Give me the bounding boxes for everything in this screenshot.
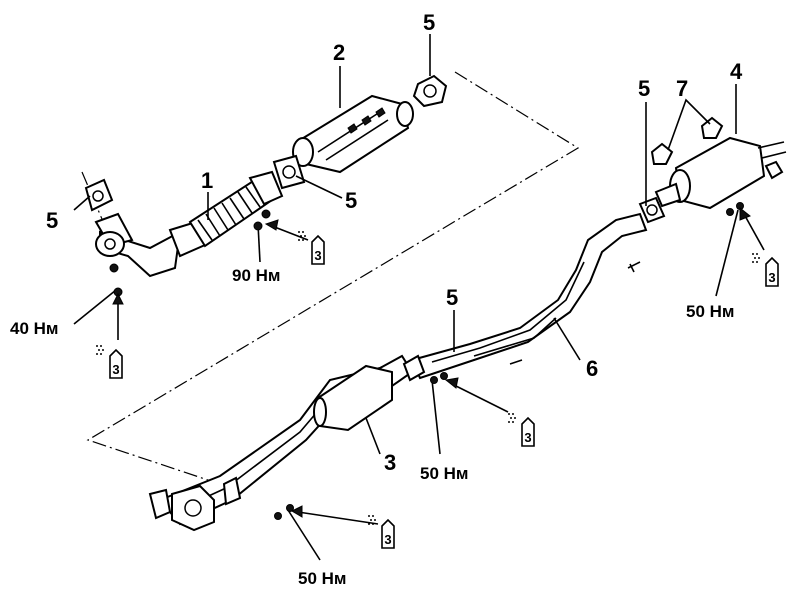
part-label-5-converter: 5	[345, 188, 357, 213]
front-pipe-part-1	[94, 170, 284, 278]
leader-lines	[73, 34, 739, 561]
part-label-2: 2	[333, 40, 345, 65]
rear-muffler-part-4	[654, 136, 787, 210]
gasket-converter-front	[272, 154, 306, 190]
symbol-50-mid: 3	[508, 413, 535, 447]
part-label-7: 7	[676, 76, 688, 101]
symbol-50-right: 3	[752, 253, 779, 287]
svg-text:3: 3	[112, 362, 119, 377]
part-label-5-right: 5	[638, 76, 650, 101]
part-label-4: 4	[730, 59, 743, 84]
gasket-top-left	[84, 178, 114, 212]
torque-label-40: 40 Нм	[10, 319, 59, 338]
svg-text:3: 3	[524, 430, 531, 445]
rear-pipe-part-6	[410, 212, 648, 380]
fasteners	[109, 202, 744, 520]
center-pipe-part-3	[148, 354, 414, 532]
rubber-hangers-part-7	[650, 116, 724, 165]
catalytic-converter-part-2	[292, 94, 414, 174]
svg-text:3: 3	[768, 270, 775, 285]
torque-label-90: 90 Нм	[232, 266, 281, 285]
part-label-5-mid: 5	[446, 285, 458, 310]
symbol-90: 3	[298, 231, 325, 265]
torque-label-50-right: 50 Нм	[686, 302, 735, 321]
part-label-5-left: 5	[46, 208, 58, 233]
tighten-arrows	[112, 206, 765, 525]
svg-text:3: 3	[384, 532, 391, 547]
svg-text:3: 3	[314, 248, 321, 263]
symbol-40: 3	[96, 345, 123, 379]
part-label-1: 1	[201, 168, 213, 193]
gasket-middle	[402, 354, 426, 382]
torque-label-50-mid: 50 Нм	[420, 464, 469, 483]
part-label-5-top: 5	[423, 10, 435, 35]
part-label-3: 3	[384, 450, 396, 475]
symbol-50-bottom: 3	[368, 515, 395, 549]
torque-label-50-bottom: 50 Нм	[298, 569, 347, 588]
part-label-6: 6	[586, 356, 598, 381]
gasket-top	[412, 74, 448, 108]
